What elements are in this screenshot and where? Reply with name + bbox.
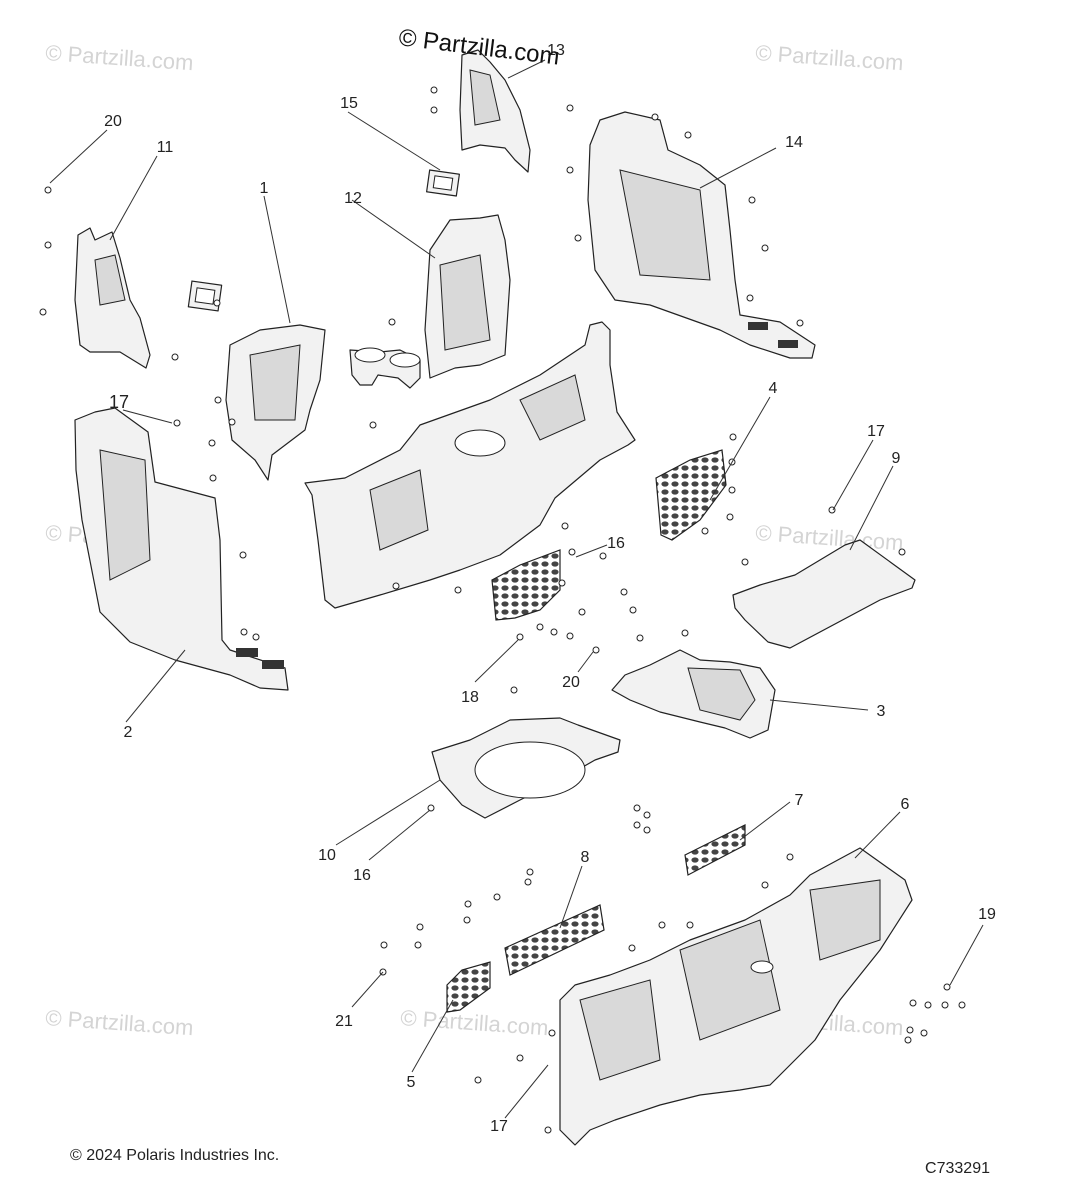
part-10-ring — [474, 741, 586, 799]
part-2-vent — [236, 648, 258, 657]
cup-holder — [349, 347, 421, 389]
callout-17c: 17 — [490, 1118, 508, 1135]
part-13-recess — [469, 69, 501, 126]
callout-20b: 20 — [562, 674, 580, 691]
part-5-grille — [446, 961, 491, 1013]
part-2-recess — [99, 449, 151, 581]
callout-14: 14 — [785, 134, 803, 151]
callout-20a: 20 — [104, 113, 122, 130]
callout-21: 21 — [335, 1013, 353, 1030]
part-6-recess-right — [809, 879, 881, 961]
callout-16b: 16 — [353, 867, 371, 884]
callout-11: 11 — [157, 139, 174, 156]
bulkhead-recess-left — [369, 469, 429, 551]
callout-2: 2 — [124, 724, 133, 741]
part-11-recess — [94, 254, 126, 306]
part-14-vent — [748, 322, 768, 330]
callout-15: 15 — [340, 95, 358, 112]
callout-13: 13 — [547, 42, 565, 59]
diagram-code: C733291 — [925, 1160, 990, 1177]
part-12-recess — [439, 254, 491, 351]
callout-16a: 16 — [607, 535, 625, 552]
part-2-vent — [262, 660, 284, 669]
part-15-bracket-secondary-opening — [194, 287, 216, 305]
callout-4: 4 — [769, 380, 778, 397]
callout-19: 19 — [978, 906, 996, 923]
callout-12: 12 — [344, 190, 362, 207]
part-6-drain — [750, 960, 774, 974]
callout-17b: 17 — [867, 423, 885, 440]
part-3-recess — [687, 667, 756, 721]
callout-8: 8 — [581, 849, 590, 866]
callout-9: 9 — [892, 450, 901, 467]
part-4-grille — [655, 449, 727, 541]
part-6-recess-left — [579, 979, 661, 1081]
callout-17a: 17 — [109, 392, 129, 412]
callout-5: 5 — [407, 1074, 416, 1091]
fasteners — [39, 86, 966, 1134]
callout-7: 7 — [795, 792, 804, 809]
callout-labels: 1 2 3 4 5 6 7 8 9 10 11 12 13 14 15 16 1… — [104, 42, 996, 1135]
part-15-bracket-opening — [432, 175, 454, 191]
callout-6: 6 — [901, 796, 910, 813]
bulkhead-cup-cutout — [454, 429, 506, 457]
part-14-vent — [778, 340, 798, 348]
part-14-recess — [619, 169, 711, 281]
copyright-text: © 2024 Polaris Industries Inc. — [70, 1147, 279, 1164]
part-9-plate — [732, 539, 916, 649]
faded-watermark: © Partzilla.com — [45, 1005, 195, 1040]
callout-3: 3 — [877, 703, 886, 720]
part-8-grille — [504, 904, 605, 976]
faded-watermark: © Partzilla.com — [755, 40, 905, 75]
callout-18: 18 — [461, 689, 479, 706]
faded-watermark: © Partzilla.com — [45, 40, 195, 75]
part-6-recess-center — [679, 919, 781, 1041]
part-1-recess — [249, 344, 301, 421]
bulkhead-recess-right — [519, 374, 586, 441]
faded-watermark: © Partzilla.com — [755, 520, 905, 555]
callout-10: 10 — [318, 847, 336, 864]
part-7-grille — [684, 824, 746, 876]
leader-lines — [49, 59, 984, 1119]
callout-1: 1 — [260, 180, 269, 197]
faded-watermark: © Partzilla.com — [400, 1005, 550, 1040]
part-16-grille — [491, 549, 561, 621]
